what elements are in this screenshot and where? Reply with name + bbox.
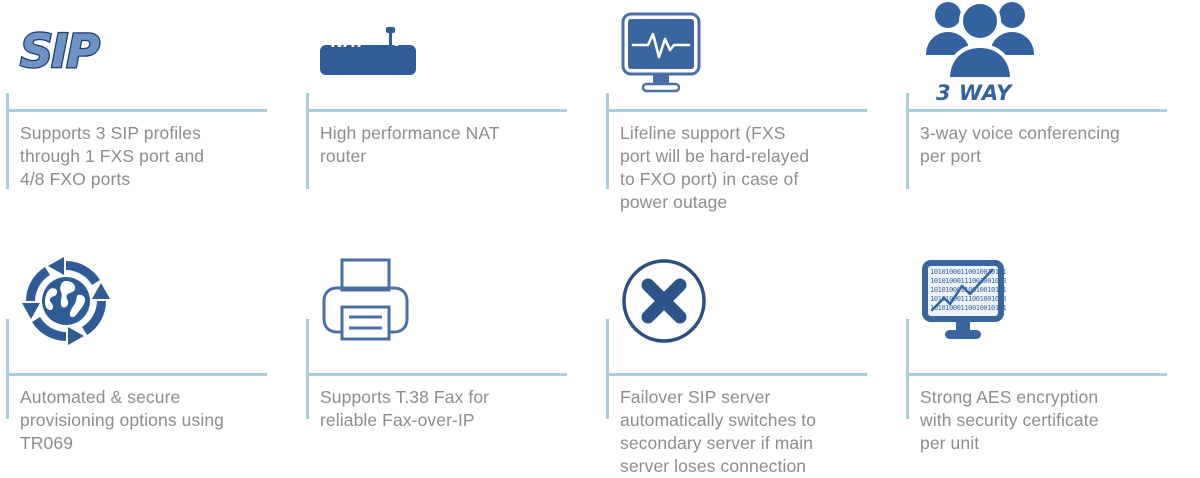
feature-description: Supports 3 SIP profiles through 1 FXS po…	[20, 123, 205, 189]
feature-description: Lifeline support (FXS port will be hard-…	[620, 123, 810, 212]
feature-card-aes-encryption: 10101000110010010101 1010100011100100101…	[900, 230, 1200, 469]
feature-card-sip-profiles: SIP Supports 3 SIP profiles through 1 FX…	[0, 0, 300, 230]
svg-text:10101000111001001010: 10101000111001001010	[930, 295, 1006, 303]
icon-area: NAT	[306, 0, 576, 108]
divider-vertical	[306, 319, 309, 419]
router-body	[320, 45, 416, 75]
divider-vertical	[906, 93, 909, 189]
icon-area	[306, 230, 576, 372]
divider-horizontal	[6, 109, 267, 112]
nat-router-icon: NAT	[320, 27, 420, 81]
printer-fax-icon	[322, 258, 409, 341]
feature-description: High performance NAT router	[320, 123, 500, 166]
feature-description: Supports T.38 Fax for reliable Fax-over-…	[320, 387, 490, 430]
feature-card-nat-router: NAT High performance NAT router	[300, 0, 600, 230]
divider-horizontal	[606, 373, 867, 376]
sip-logo-icon: SIP	[19, 24, 101, 78]
monitor-binary-chart-icon: 10101000110010010101 1010100011100100101…	[922, 260, 1006, 339]
antenna-tip-icon	[386, 27, 395, 33]
divider-vertical	[606, 93, 609, 189]
divider-horizontal	[306, 373, 567, 376]
divider-horizontal	[306, 109, 567, 112]
svg-text:10101000111001001010: 10101000111001001010	[930, 277, 1006, 285]
divider-vertical	[6, 93, 9, 189]
svg-text:10101000110010010101: 10101000110010010101	[930, 286, 1006, 294]
three-people-icon: 3 WAY	[920, 0, 1040, 105]
feature-card-automated-provisioning: Automated & secure provisioning options …	[0, 230, 300, 469]
monitor-pulse-icon	[621, 12, 701, 93]
divider-vertical	[606, 319, 609, 419]
feature-description: Strong AES encryption with security cert…	[920, 387, 1099, 453]
divider-vertical	[306, 93, 309, 189]
feature-description: Failover SIP server automatically switch…	[620, 387, 817, 476]
feature-description: 3-way voice conferencing per port	[920, 123, 1120, 166]
feature-card-lifeline-support: Lifeline support (FXS port will be hard-…	[600, 0, 900, 230]
circle-x-icon	[622, 259, 706, 343]
icon-area	[6, 230, 276, 372]
svg-text:10101000110010010101: 10101000110010010101	[930, 304, 1006, 312]
globe-refresh-icon	[22, 257, 110, 345]
divider-horizontal	[6, 373, 267, 376]
svg-text:10101000110010010101: 10101000110010010101	[930, 268, 1006, 276]
divider-horizontal	[906, 109, 1167, 112]
icon-area	[606, 0, 876, 108]
feature-card-t38-fax: Supports T.38 Fax for reliable Fax-over-…	[300, 230, 600, 469]
icon-area: 10101000110010010101 1010100011100100101…	[906, 230, 1176, 372]
nat-label: NAT	[331, 33, 366, 51]
icon-area: 3 WAY	[906, 0, 1176, 108]
antenna-rod-icon	[389, 27, 392, 49]
router-led-dots-icon	[393, 39, 408, 46]
feature-description: Automated & secure provisioning options …	[20, 387, 224, 453]
three-way-label: 3 WAY	[936, 81, 1012, 105]
feature-card-three-way-conferencing: 3 WAY 3-way voice conferencing per port	[900, 0, 1200, 230]
divider-vertical	[906, 319, 909, 419]
feature-card-failover-sip-server: Failover SIP server automatically switch…	[600, 230, 900, 476]
divider-horizontal	[606, 109, 867, 112]
divider-horizontal	[906, 373, 1167, 376]
icon-area: SIP	[6, 0, 276, 108]
icon-area	[606, 230, 876, 372]
divider-vertical	[6, 319, 9, 419]
